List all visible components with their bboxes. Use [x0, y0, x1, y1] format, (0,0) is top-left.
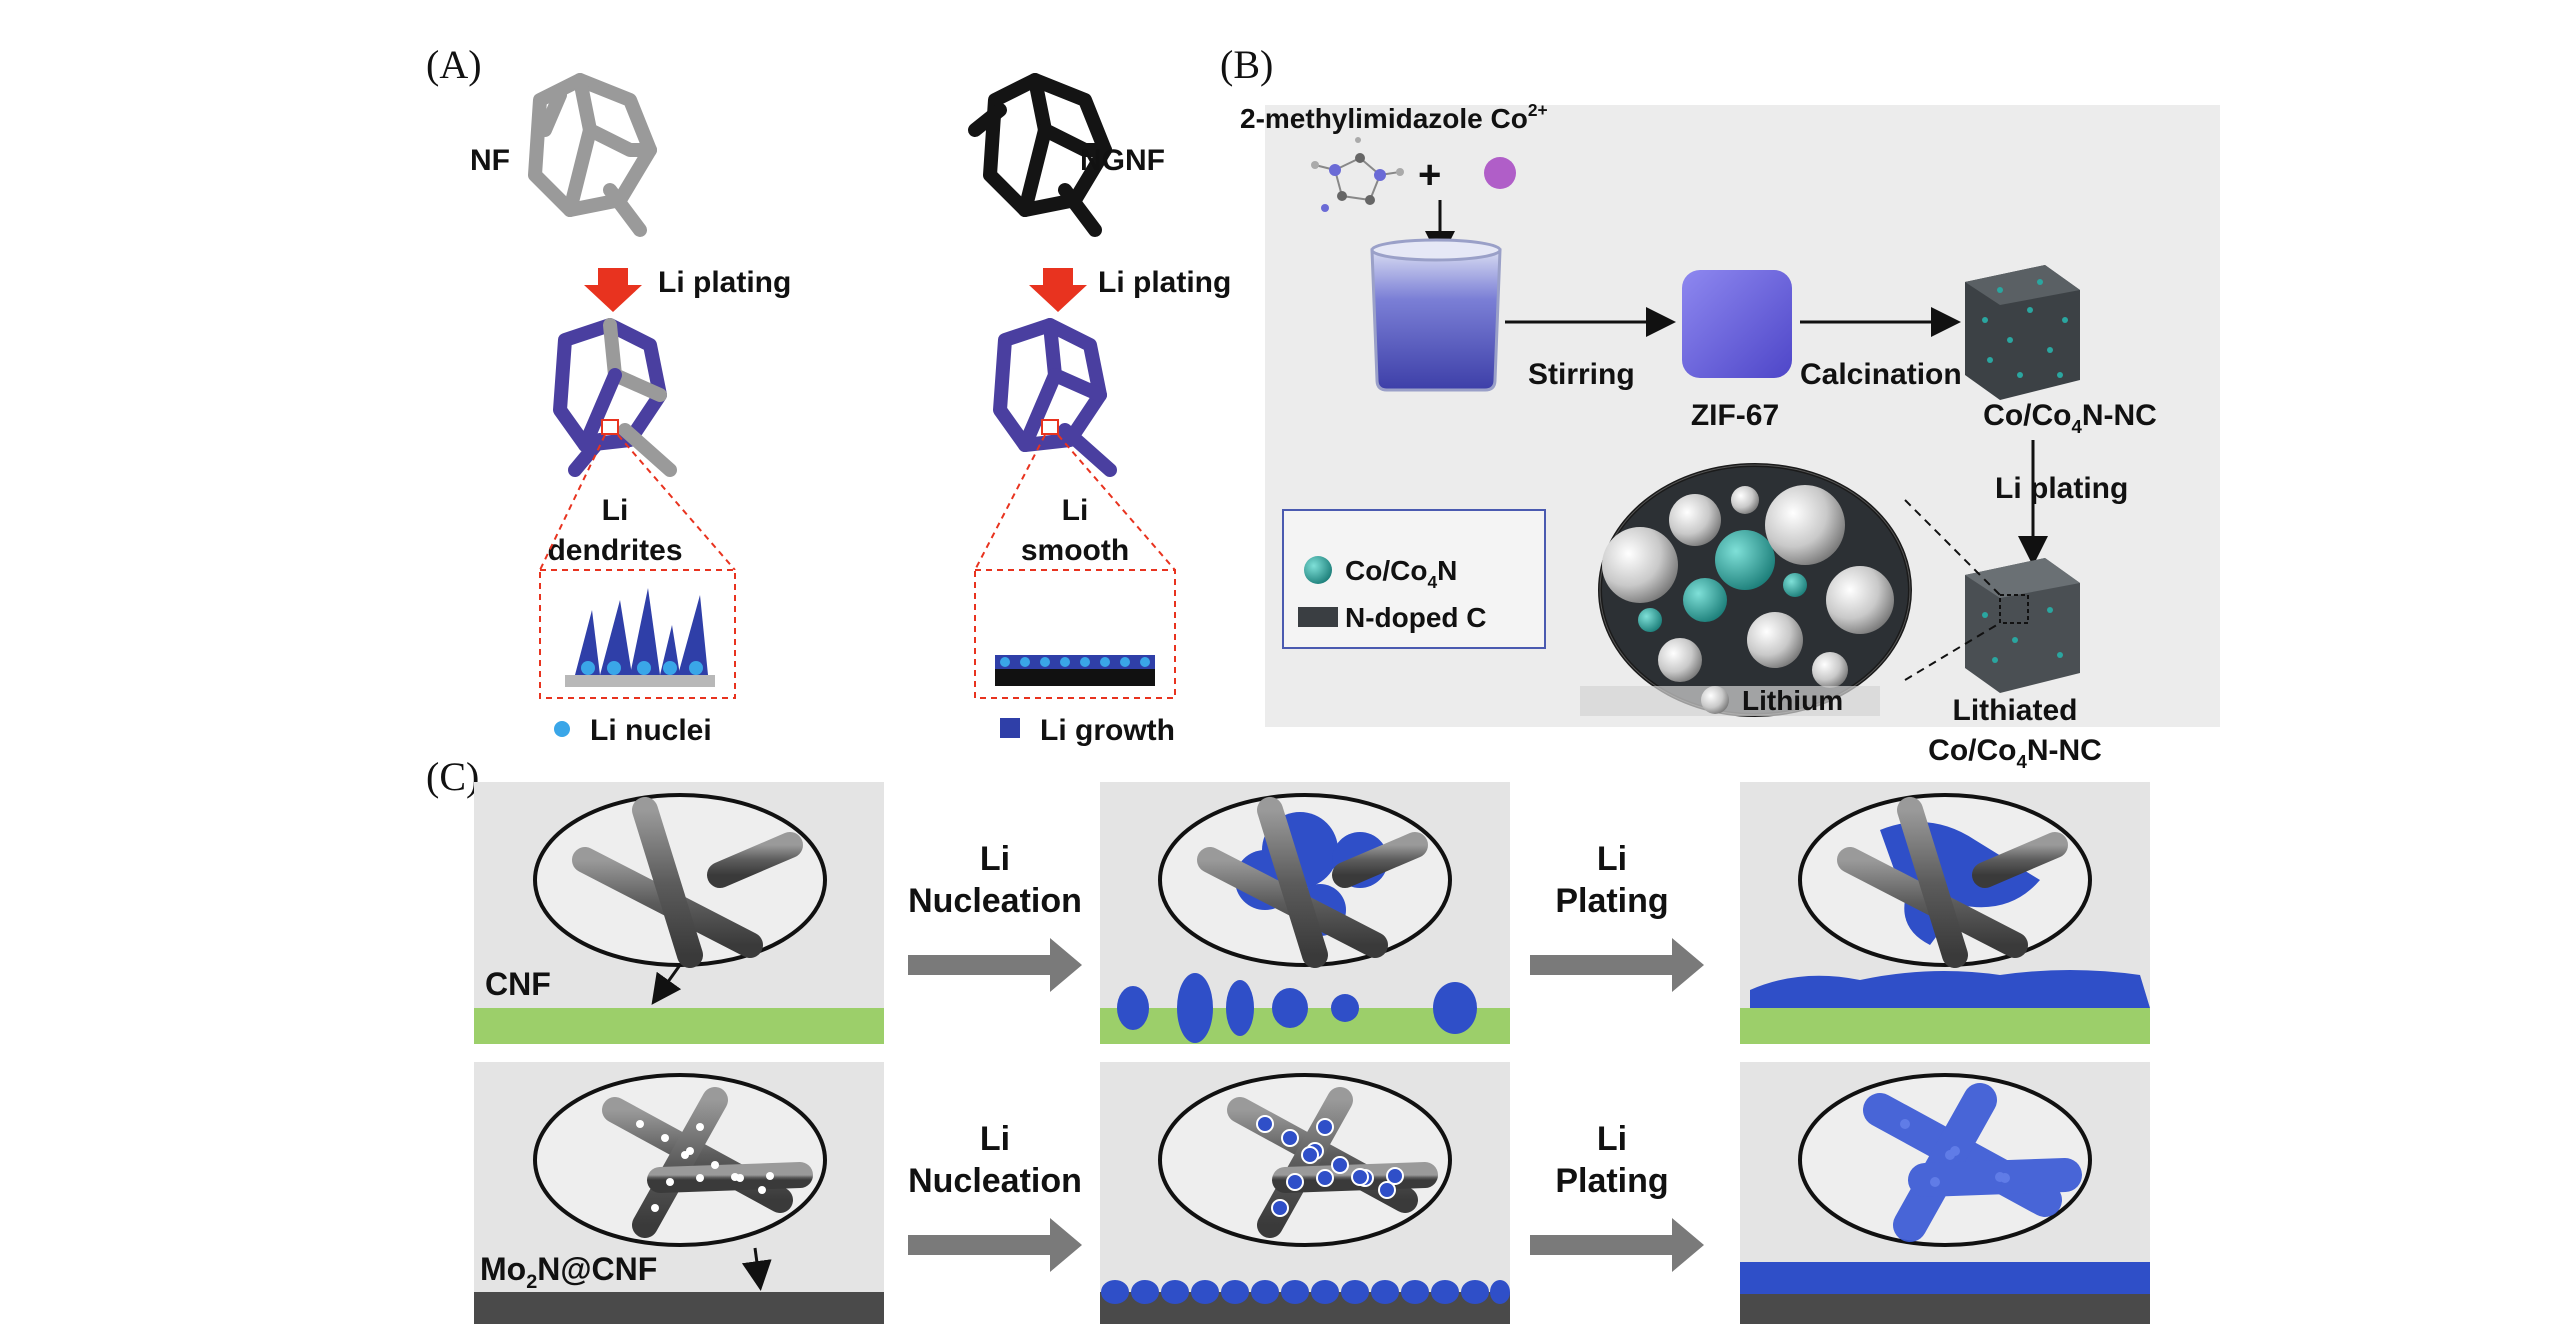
- dendrites-inset: [539, 569, 736, 699]
- panel-b-legend: Co/Co4N N-doped C: [1282, 509, 1546, 649]
- lithium-swatch: [1701, 686, 1729, 714]
- zif-label: ZIF-67: [1691, 399, 1779, 432]
- co-co4n-swatch: [1304, 556, 1332, 584]
- product-label: Co/Co4N-NC: [1983, 399, 2157, 437]
- mo2n-cnf-initial-frame: Mo2N@CNF: [474, 1062, 884, 1324]
- mo2n-cnf-nucleation-frame: [1100, 1062, 1510, 1324]
- lithium-label: Lithium: [1742, 685, 1843, 716]
- li-nuclei-swatch: [554, 721, 570, 737]
- gray-right-arrow-icon: [1530, 1218, 1704, 1272]
- zoom-lines: [539, 434, 1176, 571]
- arrow2-bot-l2: Plating: [1555, 1162, 1668, 1200]
- red-down-arrow-icon: [584, 268, 642, 312]
- zoom-lines: [1904, 499, 2001, 681]
- legend-co: Co/Co4N: [1345, 555, 1457, 592]
- co-co4n-nc-cube-icon: [1965, 265, 2080, 400]
- arrow2-top-l1: Li: [1597, 840, 1627, 878]
- plus-sign: +: [1418, 153, 1441, 197]
- left-morph-label: dendrites: [547, 534, 682, 567]
- cnf-nucleation-frame: [1100, 782, 1510, 1044]
- red-down-arrow-icon: [1029, 268, 1087, 312]
- calcination-label: Calcination: [1800, 358, 1962, 391]
- lithiated-nf-icon: [553, 318, 677, 477]
- nf-foam-icon: [528, 73, 657, 237]
- lithiated-cube-icon: [1965, 558, 2080, 693]
- lithiated-zoom-circle: [1598, 463, 1912, 717]
- arrow1-bot-l2: Nucleation: [908, 1162, 1082, 1200]
- legend-nc: N-doped C: [1345, 602, 1487, 633]
- arrow1-bot-l1: Li: [980, 1120, 1010, 1158]
- cobalt-ion-icon: [1484, 157, 1516, 189]
- n-doped-c-swatch: [1298, 607, 1338, 627]
- ngnf-label: NGNF: [1080, 144, 1165, 177]
- mo2n-cnf-label: Mo2N@CNF: [480, 1251, 657, 1293]
- beaker-icon: [1370, 238, 1502, 392]
- ngnf-foam-icon: [968, 73, 1112, 237]
- step-right-label: Li plating: [1098, 266, 1231, 299]
- step-left-label: Li plating: [658, 266, 791, 299]
- li-plating-label: Li plating: [1995, 472, 2128, 505]
- gray-right-arrow-icon: [908, 1218, 1082, 1272]
- legend-growth: Li growth: [1040, 714, 1175, 747]
- lithiated-ngnf-icon: [993, 318, 1117, 477]
- panel-c: (C) CNF Li Nucleation: [426, 754, 2150, 1324]
- smooth-inset: [974, 569, 1176, 699]
- gray-right-arrow-icon: [908, 938, 1082, 992]
- nf-label: NF: [470, 144, 510, 177]
- arrow1-top-l1: Li: [980, 840, 1010, 878]
- legend-nuclei: Li nuclei: [590, 714, 712, 747]
- lithiated-label-line1: Lithiated: [1953, 694, 2078, 727]
- panel-b-letter: (B): [1220, 42, 1273, 87]
- zif67-cube-icon: [1682, 270, 1792, 378]
- lithiated-label-line2: Co/Co4N-NC: [1928, 734, 2102, 772]
- panel-a-letter: (A): [426, 42, 482, 87]
- li-growth-swatch: [1000, 718, 1020, 738]
- left-li-label: Li: [602, 494, 629, 527]
- lithium-legend-shadow: [1580, 686, 1880, 716]
- arrow2-bot-l1: Li: [1597, 1120, 1627, 1158]
- panel-b: (B) 2-methylimidazole Co2+ +: [1220, 42, 2220, 772]
- zoom-marker: [1041, 419, 1059, 435]
- gray-right-arrow-icon: [1530, 938, 1704, 992]
- arrow2-top-l2: Plating: [1555, 882, 1668, 920]
- mo2n-cnf-plating-frame: [1740, 1062, 2150, 1324]
- right-li-label: Li: [1062, 494, 1089, 527]
- stirring-label: Stirring: [1528, 358, 1635, 391]
- cnf-label: CNF: [485, 966, 551, 1002]
- molecule-icon: [1311, 137, 1404, 212]
- cnf-plating-frame: [1740, 782, 2150, 1044]
- right-morph-label: smooth: [1021, 534, 1129, 567]
- zoom-marker: [601, 419, 619, 435]
- reagent-label: 2-methylimidazole Co2+: [1240, 100, 1548, 134]
- panel-a: (A) NF NGNF Li plating Li plating: [426, 42, 1231, 747]
- cnf-initial-frame: CNF: [474, 782, 884, 1044]
- arrow1-top-l2: Nucleation: [908, 882, 1082, 920]
- panel-c-letter: (C): [426, 754, 479, 799]
